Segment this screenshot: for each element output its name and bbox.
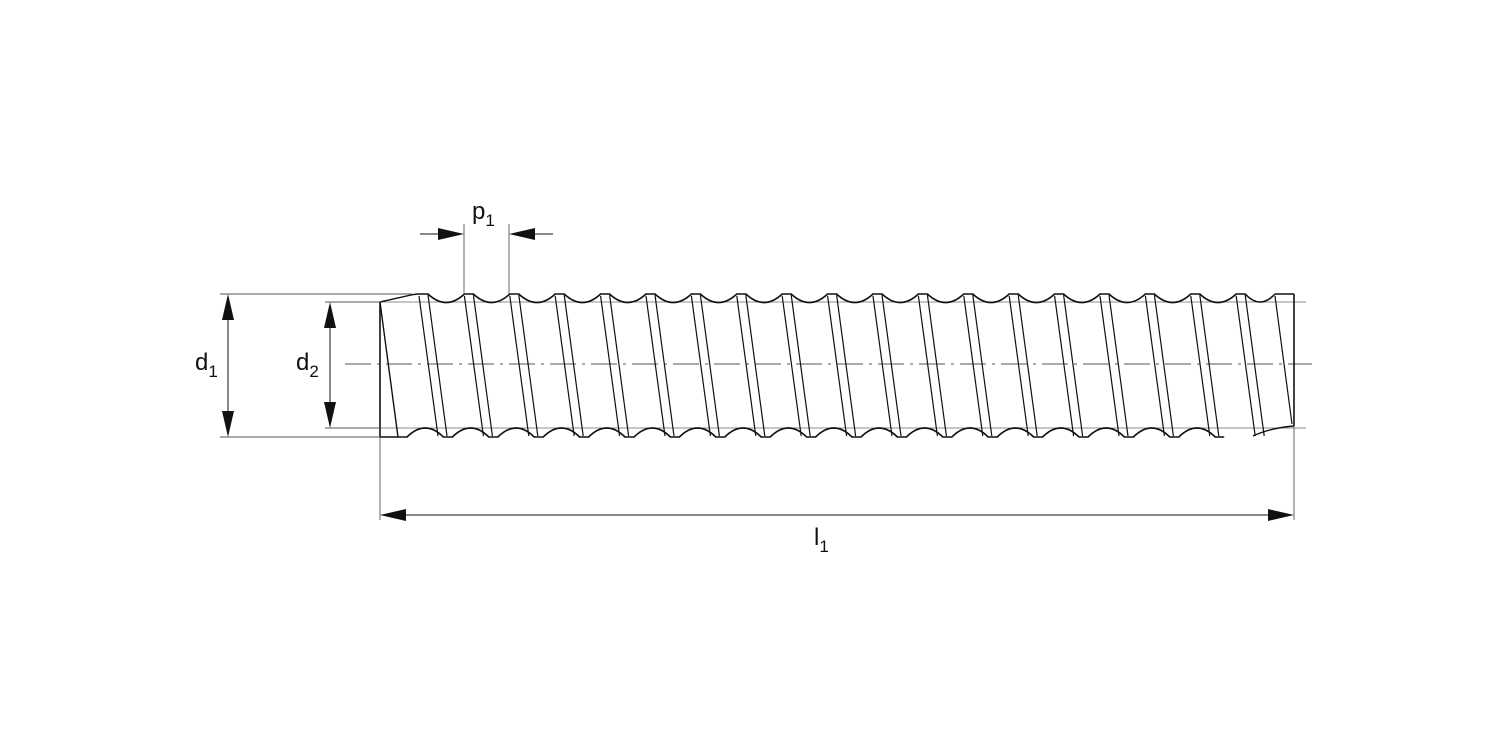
- thread-helix-line: [509, 295, 530, 437]
- thread-helix-line: [563, 294, 584, 437]
- l1-arrow-right: [1268, 509, 1294, 521]
- d2-arrow-bottom: [324, 402, 336, 428]
- l1-arrow-left: [380, 509, 406, 521]
- thread-helix-line: [1274, 295, 1293, 425]
- thread-bottom-profile: [398, 427, 1225, 438]
- thread-helix-line: [836, 294, 857, 437]
- thread-helix-line: [1108, 294, 1129, 437]
- thread-helix-line: [645, 295, 666, 437]
- thread-helix-line: [1063, 294, 1084, 437]
- left-chamfer-top: [379, 294, 412, 303]
- thread-helix-line: [781, 295, 802, 437]
- thread-helix-line: [926, 294, 947, 437]
- d1-arrow-top: [222, 294, 234, 320]
- thread-helix-line: [917, 295, 938, 437]
- thread-helix-line: [1099, 295, 1120, 437]
- thread-helix-line: [972, 294, 993, 437]
- dimension-d1: d1: [195, 293, 412, 438]
- thread-helix-line: [1153, 294, 1174, 437]
- thread-helix-line: [736, 295, 757, 437]
- thread-helix-line: [1144, 295, 1165, 437]
- thread-helix-line: [654, 294, 675, 437]
- thread-helix-line: [1017, 294, 1038, 437]
- thread-helix-line: [427, 294, 448, 437]
- thread-helix-line: [699, 294, 720, 437]
- left-chamfer-diagonal: [379, 301, 399, 438]
- thread-helix-line: [554, 295, 575, 437]
- p1-arrow-right: [509, 228, 535, 240]
- thread-helix-line: [472, 294, 493, 437]
- thread-helix-line: [1199, 294, 1220, 437]
- thread-helix-line: [1190, 295, 1211, 437]
- d1-label: d1: [195, 349, 218, 381]
- d2-label: d2: [296, 349, 319, 381]
- thread-helix-line: [790, 294, 811, 437]
- d2-arrow-top: [324, 302, 336, 328]
- p1-label: p1: [472, 198, 495, 230]
- thread-helix-line: [518, 294, 539, 437]
- thread-helix-line: [745, 294, 766, 437]
- thread-helix-line: [881, 294, 902, 437]
- p1-arrow-left: [438, 228, 464, 240]
- dimension-p1: p1: [420, 198, 553, 294]
- thread-helix-line: [1244, 294, 1265, 437]
- thread-helix-line: [690, 295, 711, 437]
- l1-label: l1: [814, 524, 829, 556]
- dimension-l1: l1: [379, 426, 1295, 556]
- right-end-bottom-curve: [1252, 425, 1295, 437]
- thread-helix-line: [963, 295, 984, 437]
- thread-helix-line: [872, 295, 893, 437]
- thread-helix-line: [1054, 295, 1075, 437]
- thread-top-profile: [410, 293, 1276, 304]
- thread-helix-line: [418, 295, 439, 437]
- thread-helix-line: [1235, 295, 1256, 437]
- d1-arrow-bottom: [222, 411, 234, 437]
- dimension-d2: d2: [296, 301, 380, 429]
- thread-helix-line: [463, 295, 484, 437]
- thread-helix-line: [609, 294, 630, 437]
- thread-helix-line: [827, 295, 848, 437]
- thread-helix-line: [1008, 295, 1029, 437]
- thread-helix-line: [600, 295, 621, 437]
- thread-helix-lines: [418, 294, 1293, 437]
